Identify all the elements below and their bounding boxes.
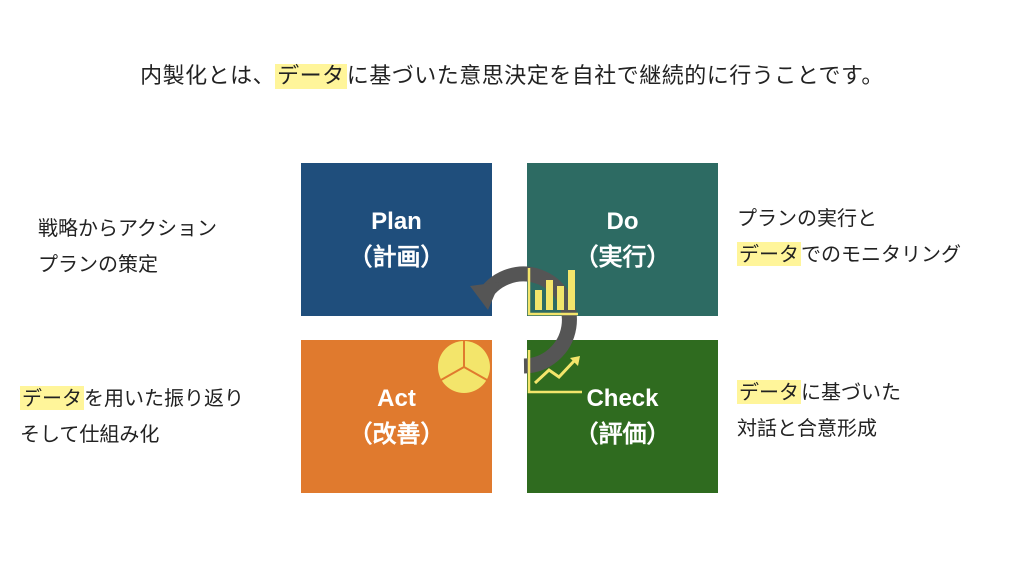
do-desc-line1: プランの実行と (737, 206, 877, 230)
quadrant-act: Act （改善） (301, 340, 492, 493)
check-desc-line1: データに基づいた (737, 374, 901, 410)
do-desc-highlight: データ (737, 242, 801, 266)
do-subtitle: （実行） (574, 243, 671, 271)
check-desc-rest: に基づいた (801, 380, 901, 404)
do-desc-line2: データでのモニタリング (737, 236, 961, 272)
act-desc-highlight: データ (20, 386, 84, 410)
act-description: データを用いた振り返り そして仕組み化 (20, 380, 244, 452)
do-description: プランの実行と データでのモニタリング (737, 200, 961, 272)
quadrant-do: Do （実行） (527, 163, 718, 316)
act-desc-rest: を用いた振り返り (84, 386, 244, 410)
plan-desc-line1: 戦略からアクション (38, 216, 217, 240)
do-desc-rest: でのモニタリング (801, 242, 961, 266)
check-title: Check (586, 384, 659, 412)
headline: 内製化とは、データに基づいた意思決定を自社で継続的に行うことです。 (0, 58, 1024, 90)
check-desc-highlight: データ (737, 380, 801, 404)
act-desc-line1: データを用いた振り返り (20, 380, 244, 416)
headline-after: に基づいた意思決定を自社で継続的に行うことです。 (346, 64, 884, 89)
plan-description: 戦略からアクション プランの策定 (38, 210, 217, 282)
plan-title: Plan (371, 207, 422, 235)
act-subtitle: （改善） (348, 420, 445, 448)
act-desc-line2: そして仕組み化 (20, 422, 160, 446)
plan-desc-line2: プランの策定 (38, 252, 158, 276)
do-title: Do (606, 207, 639, 235)
check-description: データに基づいた 対話と合意形成 (737, 374, 901, 446)
quadrant-check: Check （評価） (527, 340, 718, 493)
headline-before: 内製化とは、 (140, 64, 276, 89)
headline-highlight: データ (275, 64, 347, 89)
act-title: Act (377, 384, 416, 412)
check-subtitle: （評価） (574, 420, 671, 448)
check-desc-line2: 対話と合意形成 (737, 416, 877, 440)
quadrant-plan: Plan （計画） (301, 163, 492, 316)
plan-subtitle: （計画） (348, 243, 445, 271)
